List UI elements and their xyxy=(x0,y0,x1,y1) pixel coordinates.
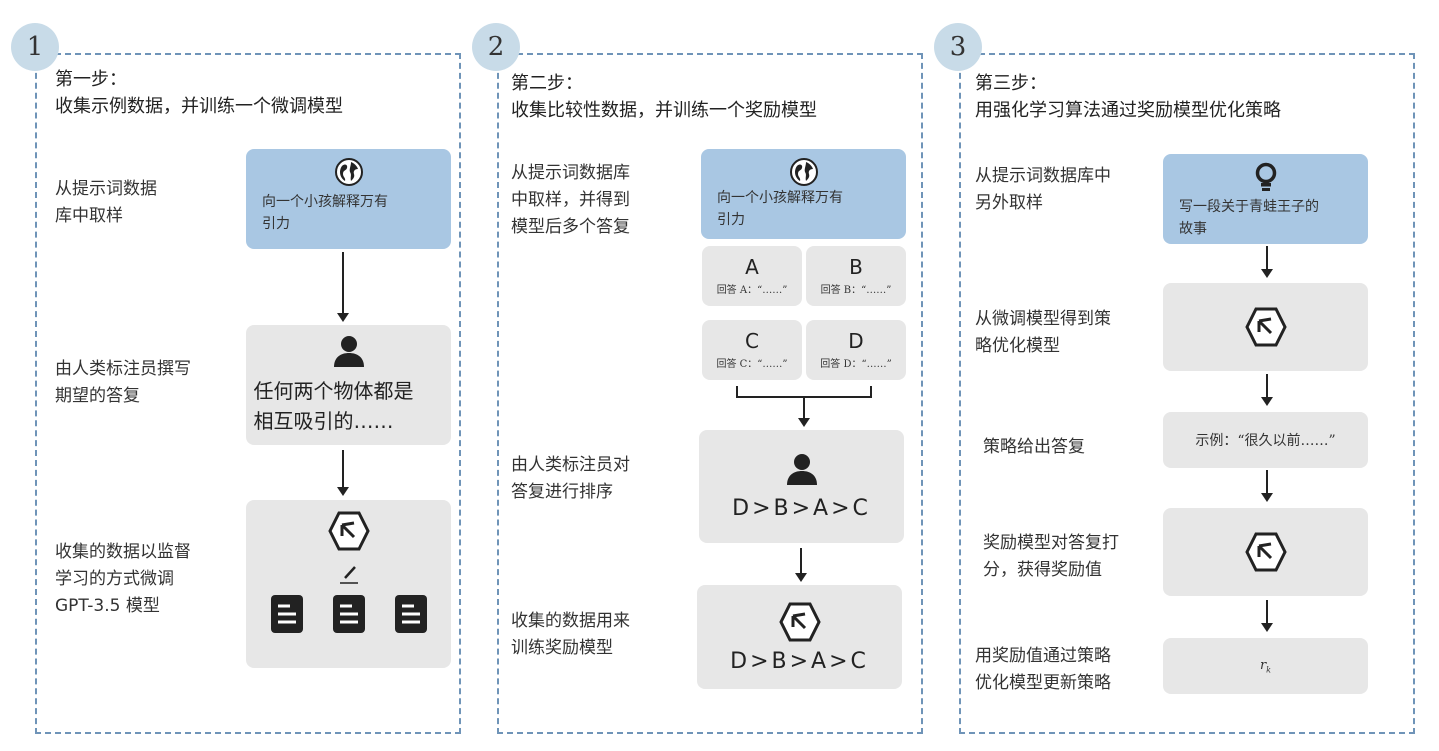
step-1-arrow-2 xyxy=(337,450,349,496)
step-3-arrow-4 xyxy=(1261,600,1273,632)
step-3-reward-value-box: rk xyxy=(1163,638,1368,694)
step-2-prompt-line-2: 引力 xyxy=(717,212,745,228)
step-3-output-box: 示例：“很久以前……” xyxy=(1163,412,1368,468)
step-2-desc-sample: 从提示词数据库 中取样，并得到 模型后多个答复 xyxy=(511,163,630,237)
person-icon xyxy=(786,454,817,485)
step-2-desc-rank: 由人类标注员对 答复进行排序 xyxy=(511,455,630,502)
step-1-badge: 1 xyxy=(11,23,59,71)
step-1-desc-finetune: 收集的数据以监督 学习的方式微调 GPT-3.5 模型 xyxy=(55,542,191,616)
answer-b-box: B 回答 B：“……” xyxy=(806,246,906,306)
person-icon xyxy=(333,336,364,367)
globe-icon xyxy=(789,158,818,186)
step-1-arrow-1 xyxy=(337,252,349,322)
document-icon xyxy=(270,595,303,633)
step-2-reward-box: D>B>A>C xyxy=(697,585,902,689)
step-2-arrow-1 xyxy=(798,397,810,427)
step-1-prompt-box: 向一个小孩解释万有 引力 xyxy=(246,149,451,249)
step-2-title: 第二步： 收集比较性数据，并训练一个奖励模型 xyxy=(511,73,817,121)
step-1-prompt-line-2: 引力 xyxy=(262,216,290,232)
lightbulb-icon xyxy=(1255,162,1276,191)
answer-a-letter: A xyxy=(745,255,759,279)
step-3-title: 第三步： 用强化学习算法通过奖励模型优化策略 xyxy=(975,73,1281,121)
step-2-badge: 2 xyxy=(472,23,520,71)
step-1-finetune-box xyxy=(246,500,451,668)
answer-b-text: 回答 B：“……” xyxy=(820,285,892,296)
step-3-prompt-box: 写一段关于青蛙王子的 故事 xyxy=(1163,154,1368,244)
step-1-desc-labeler: 由人类标注员撰写 期望的答复 xyxy=(55,359,191,406)
answer-d-text: 回答 D：“……” xyxy=(820,359,892,370)
policy-output-text: 示例：“很久以前……” xyxy=(1195,433,1336,449)
step-3-reward-box xyxy=(1163,508,1368,596)
step-3-prompt-line-1: 写一段关于青蛙王子的 xyxy=(1179,199,1319,215)
answer-d-box: D 回答 D：“……” xyxy=(806,320,906,380)
step-2-panel xyxy=(497,53,923,734)
answer-b-letter: B xyxy=(849,255,863,279)
step-3-arrow-1 xyxy=(1261,246,1273,278)
document-icon xyxy=(394,595,427,633)
step-3-badge: 3 xyxy=(934,23,982,71)
answer-c-letter: C xyxy=(745,329,759,353)
answer-a-box: A 回答 A：“……” xyxy=(702,246,802,306)
model-hexagon-icon xyxy=(778,602,821,641)
model-hexagon-icon xyxy=(1244,307,1287,347)
answer-c-text: 回答 C：“……” xyxy=(716,359,788,370)
globe-icon xyxy=(334,158,363,186)
step-3-panel xyxy=(959,53,1415,734)
step-1-prompt-line-1: 向一个小孩解释万有 xyxy=(262,194,388,210)
document-row xyxy=(270,594,428,634)
answer-c-box: C 回答 C：“……” xyxy=(702,320,802,380)
step-3-prompt-line-2: 故事 xyxy=(1179,221,1207,237)
step-1-answer-box: 任何两个物体都是 相互吸引的…… xyxy=(246,325,451,445)
step-1-desc-sample: 从提示词数据 库中取样 xyxy=(55,179,157,226)
step-2-rank-box: D>B>A>C xyxy=(699,430,904,543)
step-2-prompt-line-1: 向一个小孩解释万有 xyxy=(717,190,843,206)
reward-value-label: rk xyxy=(1259,657,1272,675)
answer-a-text: 回答 A：“……” xyxy=(716,285,788,296)
document-icon xyxy=(332,595,365,633)
step-3-arrow-2 xyxy=(1261,374,1273,406)
step-2-desc-reward: 收集的数据用来 训练奖励模型 xyxy=(511,611,630,658)
step-1-answer-line-2: 相互吸引的…… xyxy=(253,409,394,433)
step-2-prompt-box: 向一个小孩解释万有 引力 xyxy=(701,149,906,239)
step-3-desc-policy: 从微调模型得到策 略优化模型 xyxy=(975,309,1111,356)
step-1-panel xyxy=(35,53,461,734)
step-3-desc-reward: 奖励模型对答复打 分，获得奖励值 xyxy=(983,533,1119,580)
step-3-desc-output: 策略给出答复 xyxy=(983,437,1085,457)
ranking-label-2: D>B>A>C xyxy=(730,648,869,674)
step-1-title: 第一步： 收集示例数据，并训练一个微调模型 xyxy=(55,69,343,117)
step-3-arrow-3 xyxy=(1261,470,1273,502)
step-3-policy-box xyxy=(1163,283,1368,371)
pen-icon xyxy=(339,566,358,584)
step-1-answer-line-1: 任何两个物体都是 xyxy=(253,379,414,403)
step-3-desc-sample: 从提示词数据库中 另外取样 xyxy=(975,166,1111,213)
step-2-arrow-2 xyxy=(795,548,807,582)
model-hexagon-icon xyxy=(1244,532,1287,572)
ranking-label: D>B>A>C xyxy=(732,496,871,521)
answer-d-letter: D xyxy=(848,329,864,353)
model-hexagon-icon xyxy=(327,511,370,551)
step-3-desc-update: 用奖励值通过策略 优化模型更新策略 xyxy=(975,646,1111,693)
